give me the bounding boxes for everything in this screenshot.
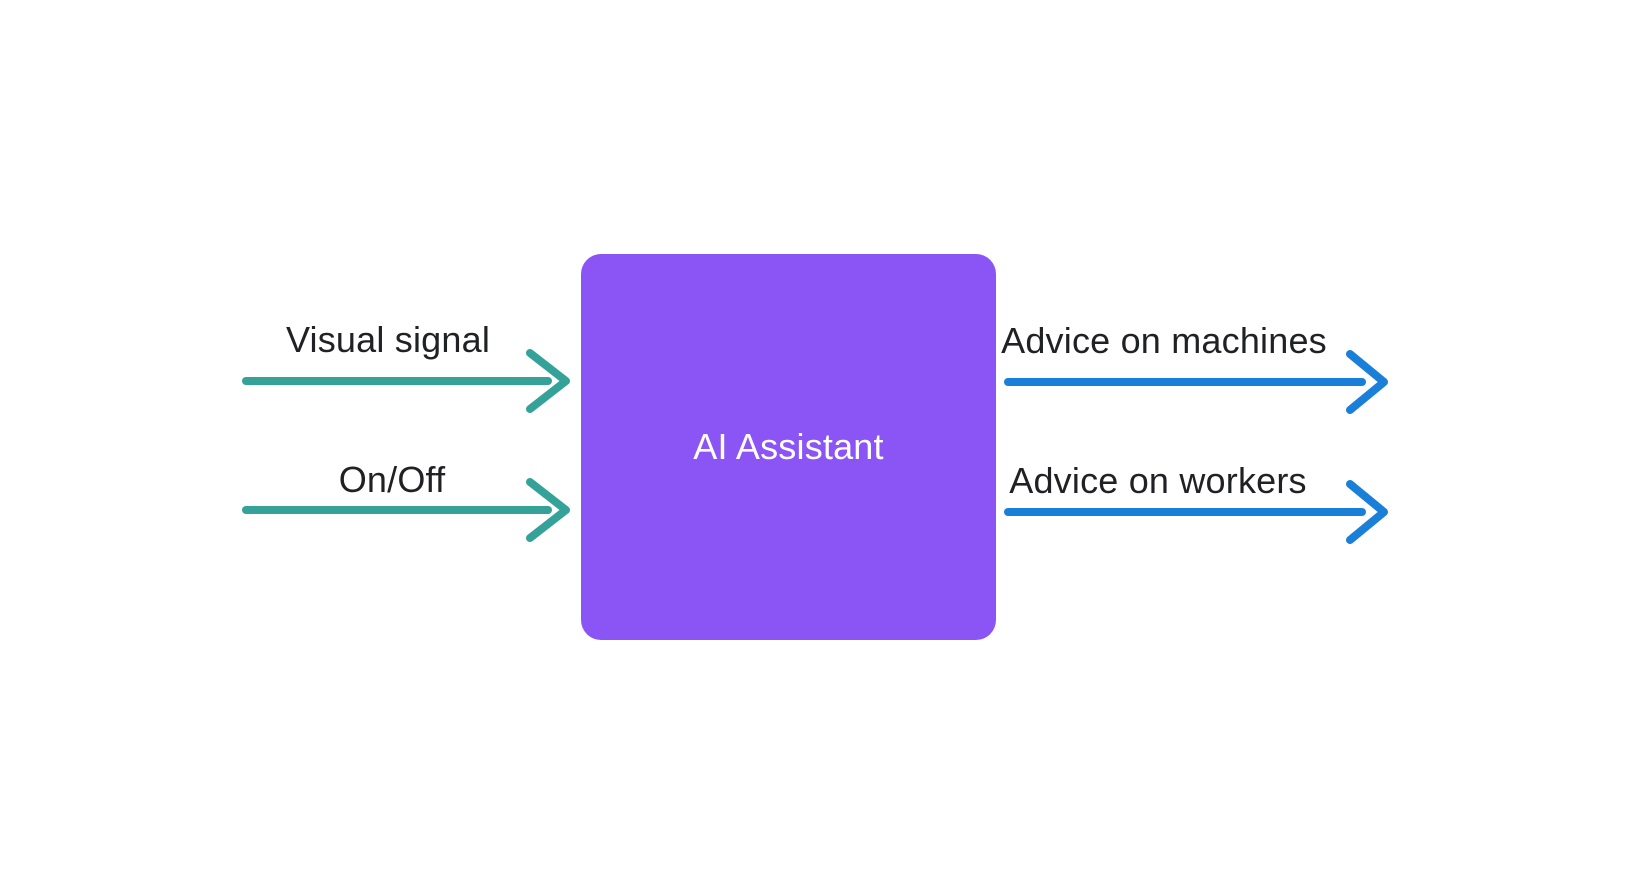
output-arrow-advice-on-machines-right-arrow-icon: [1004, 350, 1388, 414]
ai-assistant-node-label: AI Assistant: [693, 426, 884, 467]
input-label-on-off: On/Off: [338, 459, 446, 500]
input-label-visual-signal: Visual signal: [285, 319, 491, 360]
input-arrow-visual-signal-right-arrow-icon: [242, 349, 570, 413]
input-arrow-on-off-right-arrow-icon: [242, 478, 570, 542]
output-label-advice-on-machines: Advice on machines: [1001, 320, 1327, 361]
output-label-advice-on-workers: Advice on workers: [1009, 460, 1307, 501]
output-arrow-advice-on-workers-right-arrow-icon: [1004, 480, 1388, 544]
ai-assistant-node: AI Assistant: [581, 254, 996, 640]
